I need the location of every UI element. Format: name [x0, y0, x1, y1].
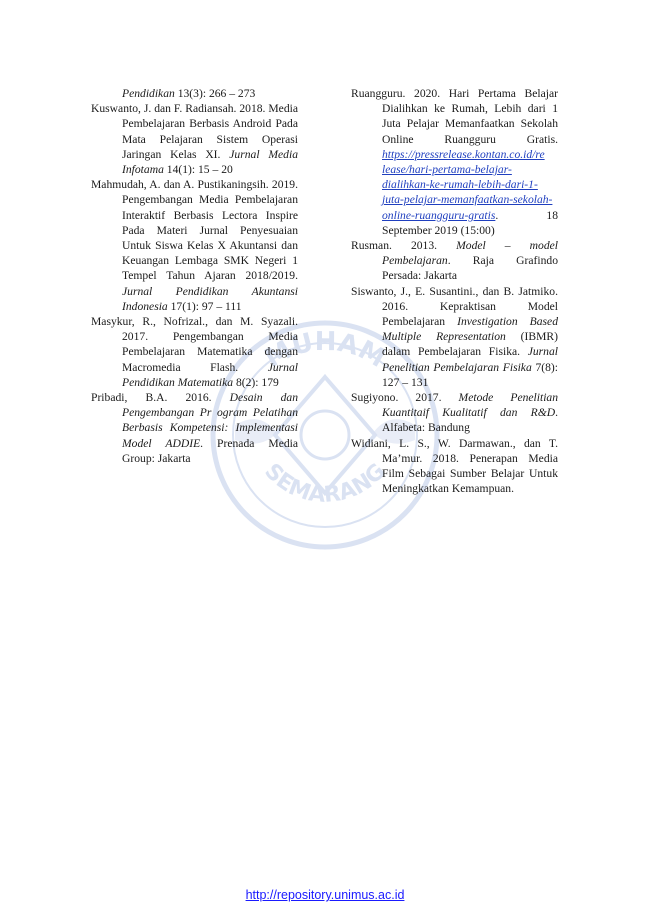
reference-entry: Rusman. 2013. Model – model Pembelajaran…	[351, 238, 558, 284]
reference-authors: Rusman. 2013.	[351, 239, 457, 253]
reference-title: Pendidikan	[122, 87, 175, 100]
reference-authors: Siswanto, J., E. Susantini., dan B. Jatm…	[351, 284, 558, 329]
reference-journal: Jurnal Media Infotama	[122, 147, 298, 177]
reference-details: . Raja Grafindo Persada: Jakarta	[382, 254, 558, 283]
reference-entry: Pribadi, B.A. 2016. Desain dan Pengemban…	[91, 390, 298, 466]
reference-details: . 18 September 2019 (15:00)	[382, 208, 558, 237]
reference-entry: Masykur, R., Nofrizal., dan M. Syazali. …	[91, 314, 298, 390]
repository-link[interactable]: http://repository.unimus.ac.id	[245, 888, 405, 902]
reference-details: . Alfabeta: Bandung	[382, 406, 558, 435]
reference-authors: Ruangguru. 2020. Hari Pertama Belajar Di…	[351, 87, 558, 146]
reference-details: 8(2): 179	[233, 375, 279, 389]
reference-mid: (IBMR) dalam Pembelajaran Fisika.	[382, 330, 558, 359]
reference-title: Metode Penelitian Kuantitaif Kualitatif …	[382, 391, 559, 420]
references-right-column: Ruangguru. 2020. Hari Pertama Belajar Di…	[351, 86, 558, 496]
reference-title: Desain dan Pengembangan Pr ogram Pelatih…	[122, 391, 299, 450]
reference-details: 17(1): 97 – 111	[167, 299, 242, 313]
reference-entry: Kuswanto, J. dan F. Radiansah. 2018. Med…	[91, 101, 298, 177]
reference-url-link[interactable]: https://pressrelease.kontan.co.id/re lea…	[382, 147, 553, 222]
reference-entry: Pendidikan 13(3): 266 – 273	[91, 86, 298, 101]
reference-entry: Ruangguru. 2020. Hari Pertama Belajar Di…	[351, 86, 558, 238]
reference-details: 13(3): 266 – 273	[174, 87, 256, 100]
reference-journal: Jurnal Pendidikan Akuntansi Indonesia	[122, 284, 298, 313]
reference-details: 14(1): 15 – 20	[163, 163, 233, 177]
reference-journal: Jurnal Penelitian Pembelajaran Fisika	[382, 345, 558, 374]
reference-journal: Jurnal Pendidikan Matematika	[122, 360, 298, 389]
reference-title: Investigation Based Multiple Representat…	[382, 315, 558, 344]
reference-details: 7(8): 127 – 131	[382, 360, 559, 389]
reference-authors: Pribadi, B.A. 2016.	[91, 391, 230, 405]
reference-authors: Widiani, L. S., W. Darmawan., dan T. Ma’…	[351, 436, 558, 496]
reference-details: . Prenada Media Group: Jakarta	[122, 436, 299, 465]
reference-authors: Sugiyono. 2017.	[351, 391, 459, 405]
page-footer: http://repository.unimus.ac.id	[0, 888, 650, 902]
reference-title: Model – model Pembelajaran	[382, 239, 558, 268]
reference-authors: Kuswanto, J. dan F. Radiansah. 2018. Med…	[91, 102, 298, 161]
reference-authors: Masykur, R., Nofrizal., dan M. Syazali. …	[91, 315, 298, 374]
reference-entry: Sugiyono. 2017. Metode Penelitian Kuanti…	[351, 390, 558, 436]
reference-entry: Widiani, L. S., W. Darmawan., dan T. Ma’…	[351, 436, 558, 497]
references-left-column: Pendidikan 13(3): 266 – 273 Kuswanto, J.…	[91, 86, 298, 466]
reference-entry: Siswanto, J., E. Susantini., dan B. Jatm…	[351, 284, 558, 390]
reference-authors: Mahmudah, A. dan A. Pustikaningsih. 2019…	[91, 178, 298, 283]
reference-entry: Mahmudah, A. dan A. Pustikaningsih. 2019…	[91, 177, 298, 314]
